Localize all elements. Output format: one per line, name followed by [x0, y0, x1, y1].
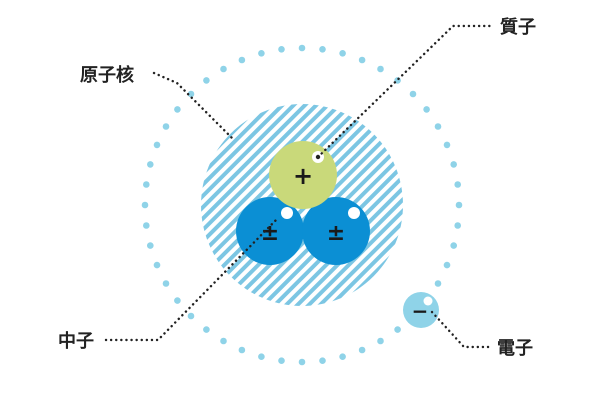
orbit-dot [450, 161, 458, 168]
orbit-dot [339, 50, 346, 57]
orbit-dot [278, 46, 285, 53]
orbit-dot [455, 201, 463, 209]
orbit-dot [358, 56, 366, 64]
orbit-dot [258, 353, 265, 361]
orbit-dot [443, 141, 451, 149]
neutron-highlight [348, 207, 360, 219]
orbit-dot [203, 326, 210, 333]
orbit-dot [443, 261, 451, 269]
orbit-dot [153, 141, 161, 149]
electron-label: 電子 [497, 338, 533, 359]
neutron-sign: ± [327, 221, 345, 246]
orbit-dot [143, 181, 150, 188]
electron-sign: − [412, 299, 429, 323]
orbit-dot [174, 106, 181, 113]
orbit-dot [434, 280, 442, 287]
orbit-dot [174, 297, 181, 304]
proton: + [269, 141, 337, 209]
orbit-dot [434, 123, 442, 130]
orbit-dot [162, 280, 170, 287]
orbit-dot [454, 181, 462, 188]
orbit-dot [203, 77, 210, 84]
neutron-right: ± [302, 197, 370, 265]
orbit-dot [423, 106, 430, 113]
orbit-dot [278, 357, 285, 365]
orbit-dot [377, 337, 384, 345]
orbit-dot [454, 222, 462, 229]
orbit-dot [319, 357, 326, 365]
electron: − [403, 292, 439, 328]
nucleus-leader-line [152, 71, 236, 142]
orbit-dot [377, 65, 384, 73]
orbit-dot [298, 44, 306, 52]
proton-label: 質子 [500, 16, 536, 38]
orbit-dot [187, 312, 195, 320]
orbit-dot [147, 161, 154, 168]
orbit-dot [153, 261, 161, 269]
proton-sign: + [293, 162, 313, 190]
orbit-dot [450, 242, 458, 249]
orbit-dot [220, 65, 227, 73]
orbit-dot [238, 56, 246, 64]
orbit-dot [258, 50, 265, 57]
orbit-dot [409, 90, 417, 98]
orbit-dot [394, 326, 401, 333]
orbit-dot [187, 90, 195, 98]
orbit-dot [147, 242, 154, 249]
orbit-dot [162, 123, 170, 130]
neutron-highlight [281, 207, 293, 219]
orbit-dot [339, 353, 346, 361]
orbit-dot [143, 222, 150, 229]
orbit-dot [319, 46, 326, 53]
neutron-leader-line [104, 216, 280, 342]
nucleus-label: 原子核 [80, 64, 134, 86]
orbit-dot [238, 346, 246, 354]
proton-leader-line [316, 24, 496, 159]
orbit-dot [220, 337, 227, 345]
neutron-label: 中子 [58, 330, 94, 352]
electron-leader-line [430, 310, 495, 349]
neutron-sign: ± [261, 221, 279, 246]
orbit-dot [141, 201, 149, 209]
electron-highlight [423, 296, 433, 306]
orbit-dot [298, 358, 306, 366]
neutron-left: ± [236, 197, 304, 265]
orbit-dot [358, 346, 366, 354]
